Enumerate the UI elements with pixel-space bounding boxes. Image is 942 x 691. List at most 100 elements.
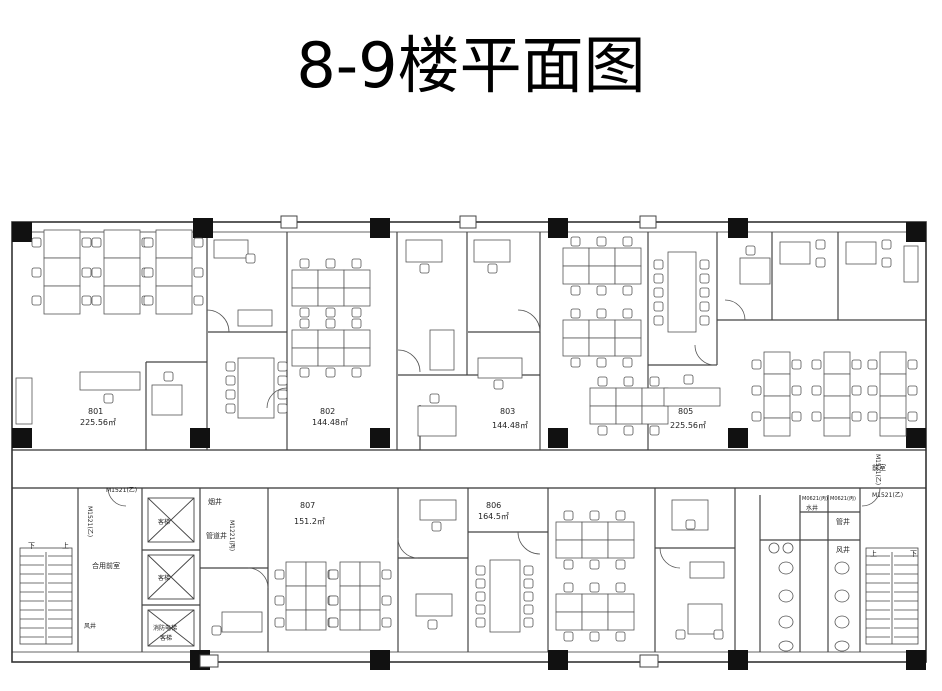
desk [155, 285, 193, 315]
wind-shaft-right-label: 风井 [836, 545, 850, 554]
chair [851, 411, 862, 422]
desk [343, 329, 371, 349]
chair [811, 411, 822, 422]
chair [589, 582, 600, 593]
chair [143, 295, 154, 306]
desk [614, 319, 642, 339]
windows [199, 215, 659, 668]
chair [791, 359, 802, 370]
desk [663, 387, 721, 407]
chair [427, 619, 438, 630]
chair [225, 375, 236, 386]
desk [763, 395, 791, 419]
chair [91, 237, 102, 248]
desk [739, 257, 771, 285]
chair [570, 357, 581, 368]
desk [317, 287, 345, 307]
front-room-label: 前室 [872, 463, 886, 472]
chair [475, 578, 486, 589]
corridor [12, 449, 926, 489]
desk [607, 521, 635, 541]
chair [193, 267, 204, 278]
desk [823, 373, 851, 397]
room-802-area: 144.48㎡ [312, 418, 348, 427]
chair [589, 510, 600, 521]
structural-column [12, 428, 32, 448]
desk [589, 405, 617, 425]
room-805-number: 805 [678, 407, 693, 416]
desk [103, 285, 141, 315]
door-m0621-a-label: M0621(丙) [802, 496, 828, 502]
structural-column [728, 218, 748, 238]
desk [155, 229, 193, 259]
chair [653, 315, 664, 326]
desk [343, 287, 371, 307]
desk [607, 539, 635, 559]
chair [143, 237, 154, 248]
desk [103, 229, 141, 259]
sofa [689, 561, 725, 579]
chair [811, 385, 822, 396]
desk [291, 269, 319, 289]
chair [649, 425, 660, 436]
desk [151, 384, 183, 416]
chair [699, 259, 710, 270]
chair [570, 308, 581, 319]
chair [851, 385, 862, 396]
chair [325, 258, 336, 269]
desk [305, 609, 327, 631]
structural-column [12, 222, 32, 242]
elevators [147, 497, 195, 647]
chair [277, 403, 288, 414]
chair [589, 631, 600, 642]
desk [43, 229, 81, 259]
desk [581, 521, 609, 541]
desk [614, 337, 642, 357]
pipe-shaft-label: 管道井 [206, 531, 227, 540]
door-m1521-left-label: M1521(乙) [106, 487, 137, 494]
chair [419, 263, 430, 274]
chair [475, 617, 486, 628]
desk [879, 417, 907, 437]
desk [581, 593, 609, 613]
elevator-2-label: 客梯 [158, 574, 170, 582]
columns [12, 218, 926, 670]
desk [305, 585, 327, 611]
chair [713, 629, 724, 640]
pipe-well-label: 管井 [836, 517, 850, 526]
chair [143, 267, 154, 278]
desk [317, 329, 345, 349]
chair [431, 521, 442, 532]
chair [91, 267, 102, 278]
chair [685, 519, 696, 530]
chair [622, 285, 633, 296]
chair [653, 287, 664, 298]
chair [623, 425, 634, 436]
room-807-number: 807 [300, 501, 315, 510]
desk [213, 239, 249, 259]
door-m1521-right-label: M1521(乙) [872, 492, 903, 499]
door-m0621-b-label: M0621(丙) [830, 496, 856, 502]
desk [419, 499, 457, 521]
chair [699, 315, 710, 326]
desk [291, 329, 319, 349]
stair-down-left-label: 下 [28, 542, 35, 550]
stairs-right [865, 547, 919, 645]
room-805-area: 225.56㎡ [670, 421, 706, 430]
chair [699, 287, 710, 298]
door-m1521-left-vertical-label: M1521(乙) [86, 506, 93, 537]
chair [299, 318, 310, 329]
chair [653, 273, 664, 284]
chair [563, 631, 574, 642]
chair [475, 604, 486, 615]
room-803-area: 144.48㎡ [492, 421, 528, 430]
desk [221, 611, 263, 633]
chair [31, 295, 42, 306]
stairs-left [19, 547, 73, 645]
chair [622, 236, 633, 247]
chair [328, 569, 339, 580]
desk [359, 585, 381, 611]
chair [653, 259, 664, 270]
chair [867, 385, 878, 396]
furniture [15, 229, 919, 642]
